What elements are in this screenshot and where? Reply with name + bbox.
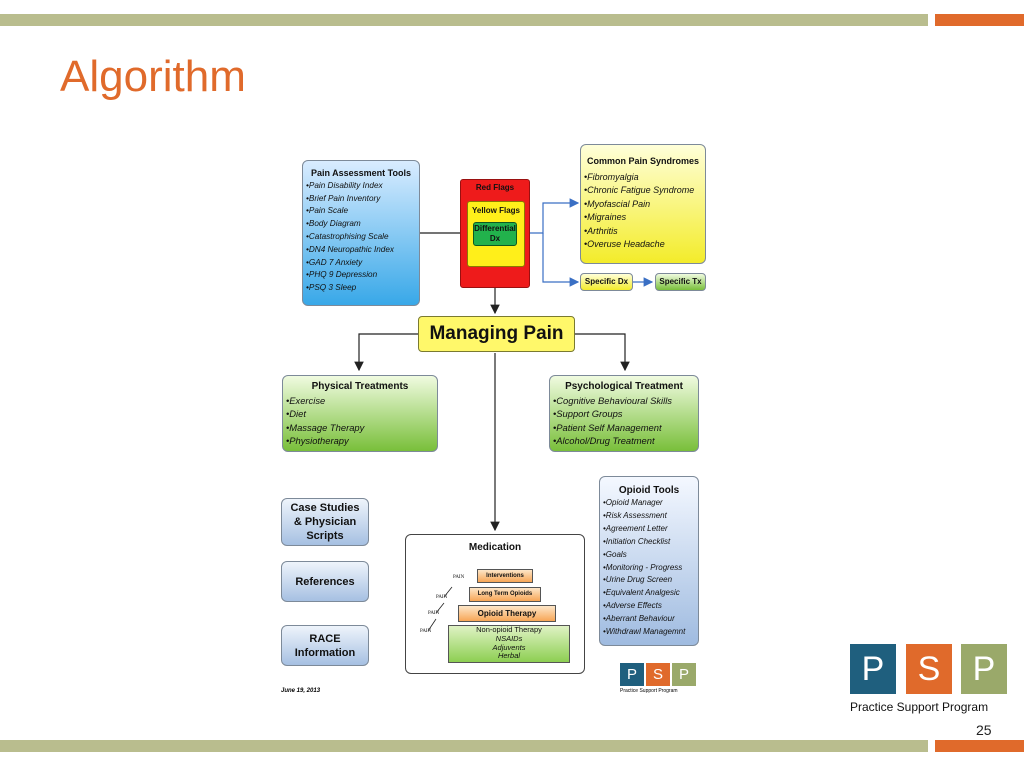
- opioid-tools-list: •Opioid Manager •Risk Assessment •Agreem…: [603, 497, 695, 639]
- small-logo-p: P: [620, 663, 644, 686]
- top-bar-olive: [0, 14, 928, 26]
- pain-label: PAIN: [453, 575, 465, 580]
- yellow-flags-box: Yellow Flags Differential Dx: [467, 201, 525, 267]
- long-term-opioids-level: Long Term Opioids: [469, 587, 541, 602]
- top-bar-orange: [935, 14, 1024, 26]
- list-item: •Myofascial Pain: [584, 198, 651, 209]
- list-item: •Exercise: [286, 394, 326, 406]
- pain-label: PAIN: [428, 611, 440, 616]
- logo-caption: Practice Support Program: [850, 700, 989, 714]
- list-item: •Adverse Effects: [603, 601, 662, 611]
- list-item: •Overuse Headache: [584, 239, 665, 249]
- non-opioid-item: NSAIDs: [495, 633, 523, 643]
- list-item: •Risk Assessment: [603, 510, 667, 520]
- logo-s-letter: S: [906, 644, 952, 694]
- specific-dx-box: Specific Dx: [580, 273, 633, 291]
- pain-assessment-list: •Pain Disability Index •Brief Pain Inven…: [306, 180, 416, 295]
- logo-p2-letter: P: [961, 644, 1007, 694]
- list-item: •Initiation Checklist: [603, 536, 671, 546]
- opioid-therapy-level: Opioid Therapy: [458, 605, 556, 622]
- psychological-treatment-box: Psychological Treatment •Cognitive Behav…: [549, 375, 699, 452]
- red-flags-box: Red Flags Yellow Flags Differential Dx: [460, 179, 530, 288]
- pain-label: PAIN: [420, 629, 432, 634]
- pain-arrows: [427, 586, 453, 632]
- non-opioid-item: Herbal: [497, 651, 521, 661]
- specific-tx-box: Specific Tx: [655, 273, 706, 291]
- list-item: •Urine Drug Screen: [603, 575, 673, 585]
- list-item: •Cognitive Behavioural Skills: [553, 394, 672, 406]
- small-psp-logo: P S P Practice Support Program: [620, 663, 700, 697]
- pain-assessment-title: Pain Assessment Tools: [310, 168, 412, 178]
- list-item: •Pain Disability Index: [306, 180, 383, 190]
- interventions-level: Interventions: [477, 569, 533, 583]
- pain-assessment-tools-box: Pain Assessment Tools •Pain Disability I…: [302, 160, 420, 306]
- list-item: •Monitoring - Progress: [603, 562, 683, 572]
- list-item: •Support Groups: [553, 408, 623, 419]
- list-item: •Massage Therapy: [286, 421, 365, 433]
- case-studies-button[interactable]: Case Studies & Physician Scripts: [281, 498, 369, 546]
- medication-box: Medication Interventions Long Term Opioi…: [405, 534, 585, 674]
- syndromes-title: Common Pain Syndromes: [586, 156, 700, 166]
- list-item: •Alcohol/Drug Treatment: [553, 435, 655, 446]
- list-item: •Aberrant Behaviour: [603, 614, 675, 624]
- opioid-tools-title: Opioid Tools: [618, 485, 680, 496]
- physical-treatments-box: Physical Treatments •Exercise •Diet •Mas…: [282, 375, 438, 452]
- bottom-bar-orange: [935, 740, 1024, 752]
- diagram-date: June 19, 2013: [281, 688, 321, 694]
- list-item: •Physiotherapy: [286, 435, 349, 446]
- list-item: •Patient Self Management: [553, 421, 662, 433]
- non-opioid-therapy-level: Non-opioid Therapy NSAIDs Adjuvents Herb…: [448, 625, 570, 663]
- list-item: •Catastrophising Scale: [306, 231, 389, 241]
- list-item: •Chronic Fatigue Syndrome: [584, 185, 695, 195]
- psychological-title: Psychological Treatment: [565, 381, 683, 392]
- list-item: •Goals: [603, 549, 627, 559]
- small-logo-s: S: [646, 663, 670, 686]
- list-item: •Brief Pain Inventory: [306, 193, 381, 203]
- psychological-list: •Cognitive Behavioural Skills •Support G…: [553, 394, 695, 448]
- list-item: •Fibromyalgia: [584, 171, 639, 182]
- race-information-button[interactable]: RACE Information: [281, 625, 369, 666]
- list-item: •PHQ 9 Depression: [306, 270, 378, 280]
- psp-logo: P S P Practice Support Program: [850, 644, 1010, 716]
- page-number: 25: [976, 722, 992, 738]
- physical-title: Physical Treatments: [311, 381, 409, 392]
- list-item: •Migraines: [584, 212, 627, 222]
- non-opioid-title: Non-opioid Therapy: [476, 625, 542, 634]
- list-item: •GAD 7 Anxiety: [306, 257, 363, 267]
- yellow-flags-label: Yellow Flags: [471, 206, 520, 215]
- slide-title: Algorithm: [60, 52, 246, 101]
- list-item: •DN4 Neuropathic Index: [306, 244, 394, 254]
- non-opioid-item: Adjuvents: [492, 642, 526, 652]
- small-logo-p2: P: [672, 663, 696, 686]
- logo-p-letter: P: [850, 644, 896, 694]
- list-item: •Diet: [286, 408, 306, 419]
- syndromes-list: •Fibromyalgia •Chronic Fatigue Syndrome …: [584, 171, 702, 252]
- pain-label: PAIN: [436, 595, 448, 600]
- list-item: •Agreement Letter: [603, 523, 668, 533]
- list-item: •Equivalent Analgesic: [603, 588, 680, 598]
- red-flags-label: Red Flags: [475, 183, 515, 192]
- small-logo-caption: Practice Support Program: [620, 688, 678, 694]
- list-item: •Opioid Manager: [603, 498, 663, 507]
- differential-dx-box: Differential Dx: [473, 222, 517, 246]
- managing-pain-box: Managing Pain: [418, 316, 575, 352]
- references-button[interactable]: References: [281, 561, 369, 602]
- list-item: •PSQ 3 Sleep: [306, 283, 357, 293]
- common-pain-syndromes-box: Common Pain Syndromes •Fibromyalgia •Chr…: [580, 144, 706, 264]
- list-item: •Withdrawl Managemnt: [603, 627, 686, 637]
- physical-list: •Exercise •Diet •Massage Therapy •Physio…: [286, 394, 434, 448]
- list-item: •Arthritis: [584, 225, 618, 236]
- bottom-bar-olive: [0, 740, 928, 752]
- medication-title: Medication: [468, 542, 522, 553]
- list-item: •Body Diagram: [306, 219, 361, 229]
- list-item: •Pain Scale: [306, 206, 349, 216]
- opioid-tools-box: Opioid Tools •Opioid Manager •Risk Asses…: [599, 476, 699, 646]
